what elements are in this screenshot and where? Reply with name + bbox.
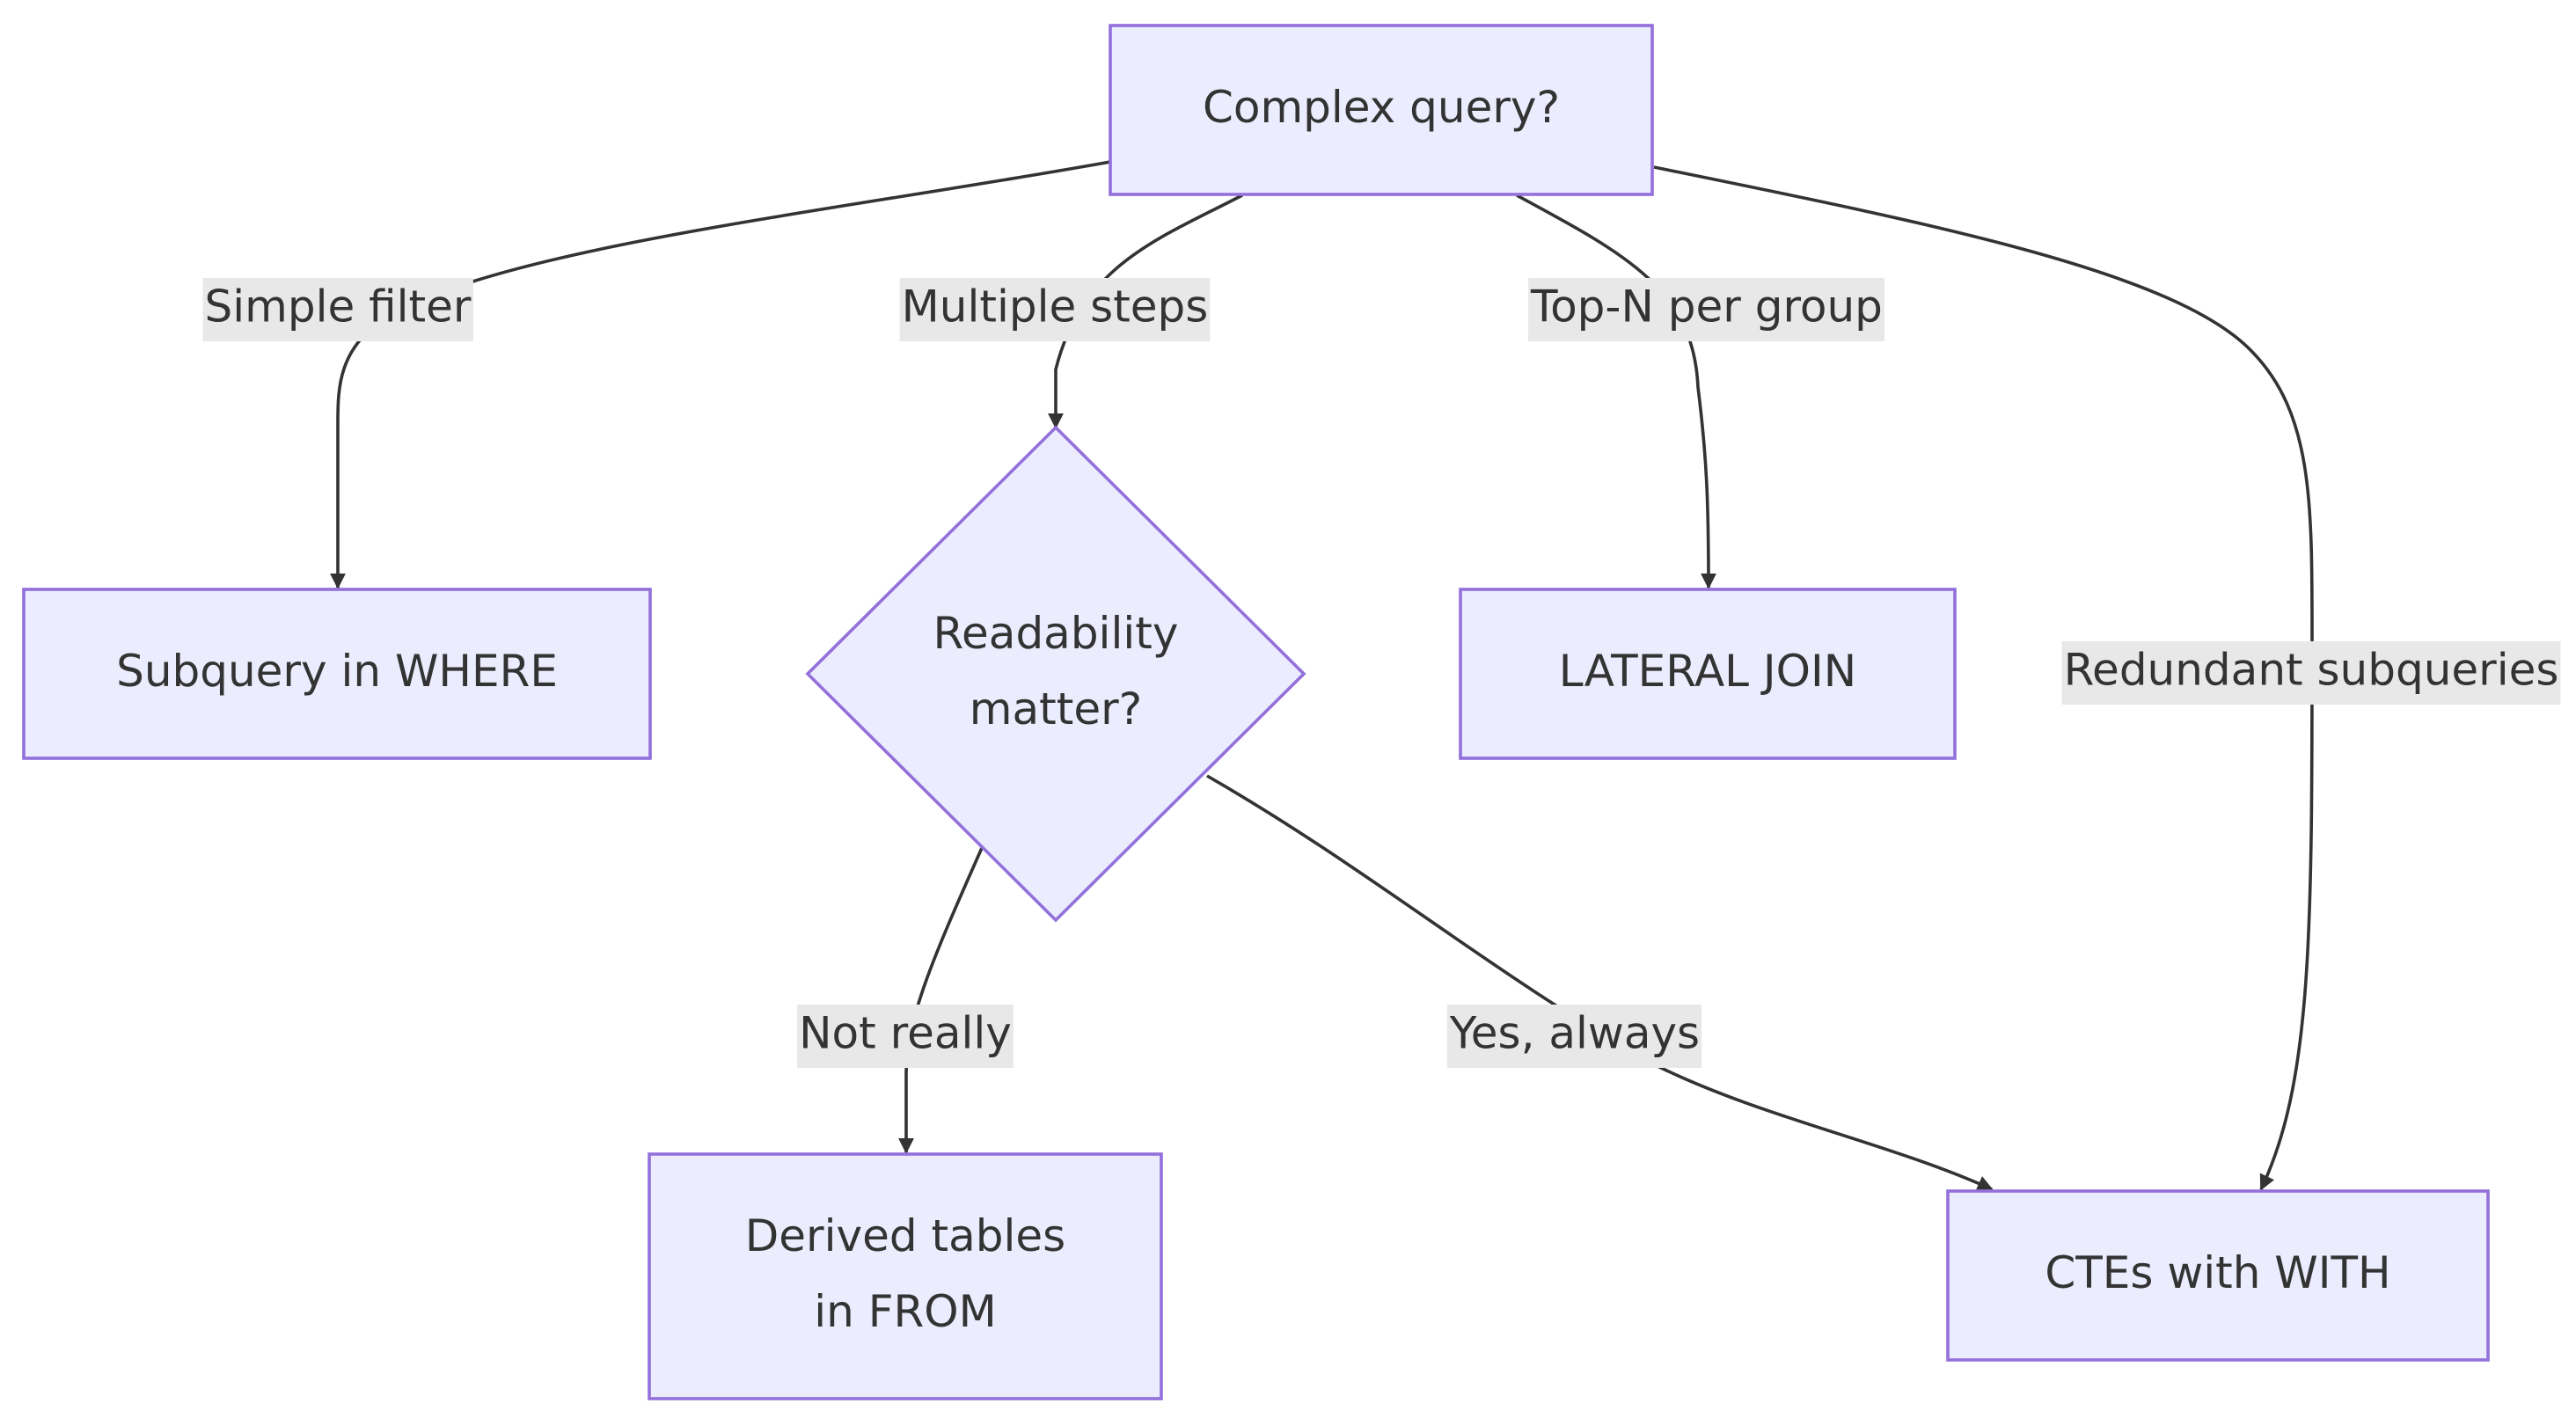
svg-text:Yes, always: Yes, always	[1449, 1008, 1700, 1059]
node-complex-query-label: Complex query?	[1203, 82, 1560, 133]
svg-text:Simple filter: Simple filter	[205, 281, 472, 333]
node-label-line: LATERAL JOIN	[1559, 646, 1856, 697]
node-lateral-join-label: LATERAL JOIN	[1559, 646, 1856, 697]
edge-label-redundant-subqueries: Redundant subqueries	[2061, 641, 2561, 705]
edge-start-to-subquery	[330, 160, 1111, 589]
edge-labels-layer: Simple filter Multiple steps Top-N per g…	[202, 278, 2561, 1068]
node-label-line: Readability	[933, 608, 1179, 659]
node-lateral-join[interactable]: LATERAL JOIN	[1459, 588, 1957, 760]
svg-text:Top-N per group: Top-N per group	[1530, 281, 1883, 333]
edge-start-to-lateral	[1516, 194, 1716, 589]
node-label-line: Derived tables	[745, 1210, 1065, 1261]
edge-decision-to-derived	[898, 847, 984, 1154]
node-subquery-in-where-label: Subquery in WHERE	[116, 646, 558, 697]
edge-label-not-really: Not really	[797, 1005, 1014, 1068]
node-readability-decision-label: Readability matter?	[933, 608, 1179, 735]
svg-text:Multiple steps: Multiple steps	[902, 281, 1209, 333]
node-complex-query[interactable]: Complex query?	[1109, 24, 1654, 196]
node-derived-tables-label: Derived tables in FROM	[745, 1210, 1065, 1337]
edge-decision-to-ctes	[1206, 774, 1994, 1191]
edge-label-top-n-per-group: Top-N per group	[1528, 278, 1884, 341]
edge-start-to-decision	[1048, 194, 1243, 429]
edge-start-to-ctes	[1653, 165, 2314, 1191]
node-label-line: Complex query?	[1203, 82, 1560, 133]
node-label-line: Subquery in WHERE	[116, 646, 558, 697]
svg-text:Not really: Not really	[799, 1008, 1012, 1059]
edge-label-simple-filter: Simple filter	[202, 278, 473, 341]
node-readability-decision[interactable]: Readability matter?	[805, 425, 1306, 923]
node-derived-tables[interactable]: Derived tables in FROM	[648, 1152, 1163, 1400]
svg-text:Redundant subqueries: Redundant subqueries	[2064, 645, 2559, 696]
node-label-line: matter?	[970, 683, 1142, 735]
node-label-line: CTEs with WITH	[2045, 1247, 2390, 1298]
edge-label-yes-always: Yes, always	[1446, 1005, 1702, 1068]
node-ctes-with-with[interactable]: CTEs with WITH	[1946, 1189, 2490, 1362]
node-ctes-with-with-label: CTEs with WITH	[2045, 1247, 2390, 1298]
edge-label-multiple-steps: Multiple steps	[899, 278, 1211, 341]
nodes-layer: Complex query? Readability matter? Subque…	[22, 24, 2490, 1400]
node-subquery-in-where[interactable]: Subquery in WHERE	[22, 588, 652, 760]
node-label-line: in FROM	[814, 1286, 996, 1337]
